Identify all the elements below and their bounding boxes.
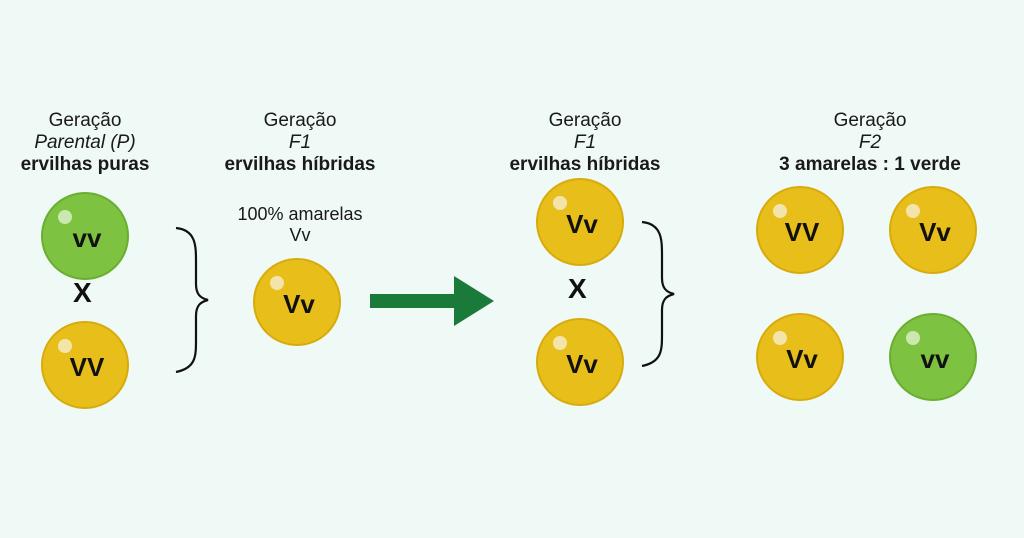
f1-generation-heading-left: Geração F1 ervilhas híbridas bbox=[205, 110, 395, 176]
f1-left-line1: Geração bbox=[263, 110, 337, 131]
pea-parental-top: vv bbox=[41, 192, 129, 280]
pea-genotype-label: vv bbox=[72, 222, 102, 253]
f1-right-line3: ervilhas híbridas bbox=[509, 154, 661, 175]
pea-highlight bbox=[553, 336, 567, 350]
f1-note-percent: 100% amarelas bbox=[237, 204, 363, 224]
cross-symbol-left: X bbox=[73, 277, 92, 308]
pea-f1-bottom: Vv bbox=[536, 318, 624, 406]
pea-f2-3: Vv bbox=[756, 313, 844, 401]
pea-highlight bbox=[270, 276, 284, 290]
f2-generation-heading: Geração F2 3 amarelas : 1 verde bbox=[755, 110, 985, 176]
parental-line3: ervilhas puras bbox=[20, 154, 150, 175]
f1-right-line1: Geração bbox=[548, 110, 622, 131]
parental-generation-heading: Geração Parental (P) ervilhas puras bbox=[10, 110, 160, 176]
pea-f2-4: vv bbox=[889, 313, 977, 401]
pea-genotype-label: Vv bbox=[786, 343, 818, 374]
pea-genotype-label: vv bbox=[920, 343, 950, 374]
pea-highlight bbox=[553, 196, 567, 210]
right-brace bbox=[641, 220, 675, 368]
pea-genotype-label: Vv bbox=[283, 288, 315, 319]
parental-line2: Parental (P) bbox=[34, 132, 136, 153]
pea-highlight bbox=[773, 331, 787, 345]
cross-symbol-right: X bbox=[568, 273, 587, 304]
pea-highlight bbox=[58, 210, 72, 224]
arrow-icon bbox=[370, 276, 494, 326]
f2-line3: 3 amarelas : 1 verde bbox=[779, 154, 961, 175]
parental-line1: Geração bbox=[48, 110, 122, 131]
f1-generation-heading-right: Geração F1 ervilhas híbridas bbox=[490, 110, 680, 176]
f1-right-line2: F1 bbox=[573, 132, 597, 153]
f2-line1: Geração bbox=[833, 110, 907, 131]
pea-highlight bbox=[906, 204, 920, 218]
pea-parental-bottom: VV bbox=[41, 321, 129, 409]
pea-highlight bbox=[773, 204, 787, 218]
pea-highlight bbox=[906, 331, 920, 345]
pea-f1-result: Vv bbox=[253, 258, 341, 346]
pea-f2-2: Vv bbox=[889, 186, 977, 274]
pea-genotype-label: Vv bbox=[566, 208, 598, 239]
pea-f1-top: Vv bbox=[536, 178, 624, 266]
f1-result-note: 100% amarelas Vv bbox=[205, 204, 395, 246]
f1-left-line3: ervilhas híbridas bbox=[224, 154, 376, 175]
pea-f2-1: VV bbox=[756, 186, 844, 274]
pea-genotype-label: Vv bbox=[566, 348, 598, 379]
left-brace bbox=[175, 226, 209, 374]
pea-genotype-label: VV bbox=[69, 351, 105, 382]
pea-highlight bbox=[58, 339, 72, 353]
f2-line2: F2 bbox=[858, 132, 882, 153]
pea-genotype-label: VV bbox=[784, 216, 820, 247]
f1-left-line2: F1 bbox=[288, 132, 312, 153]
f1-note-genotype: Vv bbox=[289, 225, 311, 245]
pea-genotype-label: Vv bbox=[919, 216, 951, 247]
